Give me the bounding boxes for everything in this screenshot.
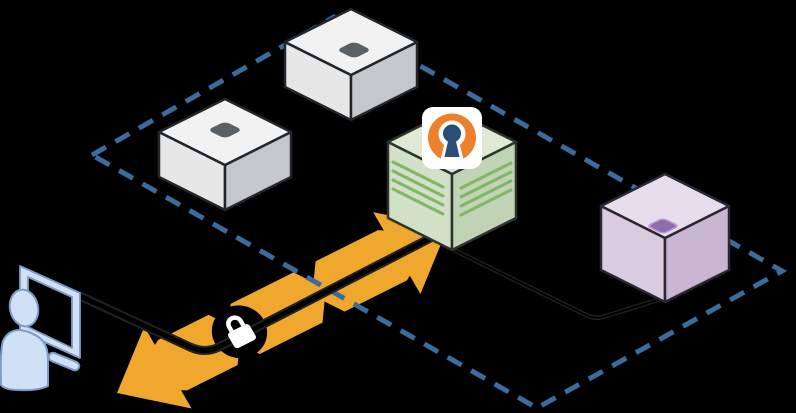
vent-line: [391, 160, 445, 189]
tunnel-arrow-notch: [180, 390, 205, 411]
vent-line: [391, 169, 445, 198]
cube-top-marker: [339, 42, 369, 58]
tunnel-arrow-notch: [322, 301, 346, 324]
cube-top-marker: [648, 218, 678, 234]
padlock-icon: [226, 315, 256, 349]
user-connection-line: [77, 227, 449, 353]
vent-line: [391, 187, 445, 216]
vent-line: [459, 188, 513, 217]
user-workstation-icon: [0, 265, 81, 392]
vent-line: [391, 178, 445, 207]
server-vent-lines: [391, 160, 513, 217]
network-boundary-dashed: [86, 14, 788, 411]
cube-top-marker: [210, 122, 240, 138]
monitor-stand: [49, 353, 79, 370]
cube-top-face: [283, 7, 419, 77]
vent-line: [459, 161, 513, 190]
openvpn-logo-icon: [422, 107, 482, 169]
openvpn-keyhole: [443, 124, 461, 143]
person-head: [8, 288, 40, 328]
instance-cube-3: [599, 172, 731, 304]
vent-line: [459, 170, 513, 199]
padlock-shackle: [226, 315, 246, 333]
server-connector-line: [455, 250, 662, 319]
tunnel-arrow-notch: [359, 210, 384, 231]
instance-cube-1: [157, 97, 293, 212]
tunnel-arrow-notch: [397, 275, 422, 296]
instance-cube-2: [283, 7, 419, 122]
padlock-body: [228, 324, 256, 349]
openvpn-keyhole-stem: [444, 140, 460, 157]
person-torso: [0, 329, 49, 392]
vent-line: [459, 179, 513, 208]
cube-top-face: [599, 172, 731, 240]
